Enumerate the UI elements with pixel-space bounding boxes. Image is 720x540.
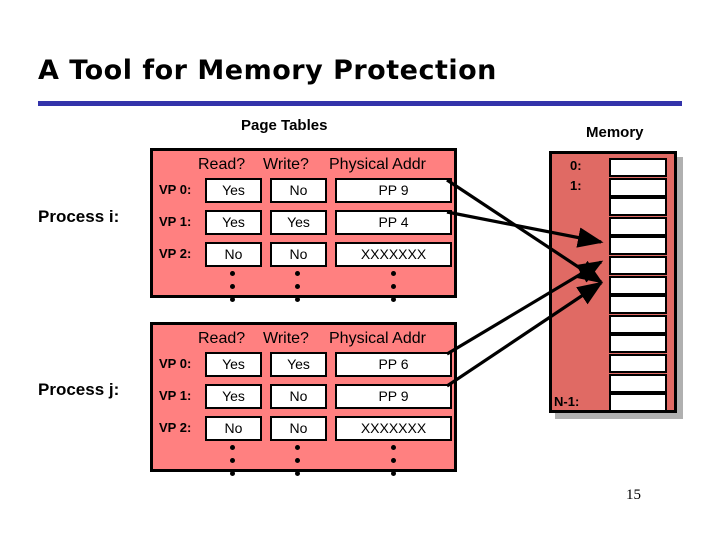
cell-read-vp0: Yes xyxy=(205,178,262,203)
ellipsis-write-column xyxy=(295,271,300,310)
ellipsis-read-column xyxy=(230,445,235,484)
cell-addr-vp1: PP 4 xyxy=(335,210,452,235)
memory-slot xyxy=(609,295,667,315)
cell-write-vp2: No xyxy=(270,416,327,441)
column-header-physical-addr: Physical Addr xyxy=(329,330,426,347)
page-table-process-j: Read? Write? Physical Addr VP 0: Yes Yes… xyxy=(150,322,457,476)
cell-addr-vp1: PP 9 xyxy=(335,384,452,409)
ellipsis-addr-column xyxy=(391,445,396,484)
process-j-label: Process j: xyxy=(38,380,120,399)
memory-slot xyxy=(609,373,667,393)
column-header-read: Read? xyxy=(198,330,246,347)
cell-addr-vp0: PP 9 xyxy=(335,178,452,203)
cell-write-vp1: Yes xyxy=(270,210,327,235)
cell-read-vp2: No xyxy=(205,416,262,441)
arrow-pi-vp1-to-memory xyxy=(446,210,604,248)
cell-read-vp1: Yes xyxy=(205,384,262,409)
ellipsis-addr-column xyxy=(391,271,396,310)
page-tables-caption: Page Tables xyxy=(241,117,328,134)
cell-addr-vp2: XXXXXXX xyxy=(335,416,452,441)
memory-slot xyxy=(609,275,667,295)
process-i-label: Process i: xyxy=(38,207,120,226)
row-label-vp1: VP 1: xyxy=(159,214,192,229)
memory-label-second: 1: xyxy=(570,178,582,193)
memory-slot xyxy=(609,177,667,197)
title-underline-rule xyxy=(38,101,682,106)
memory-slot xyxy=(609,158,667,177)
memory-slot xyxy=(609,354,667,373)
memory-slot xyxy=(609,334,667,354)
memory-slot xyxy=(609,216,667,236)
memory-caption: Memory xyxy=(586,124,644,141)
row-label-vp0: VP 0: xyxy=(159,182,192,197)
page-title: A Tool for Memory Protection xyxy=(38,55,497,86)
cell-read-vp2: No xyxy=(205,242,262,267)
column-header-write: Write? xyxy=(263,156,309,173)
arrow-pi-vp0-to-memory xyxy=(446,178,604,284)
memory-label-last: N-1: xyxy=(554,394,580,410)
page-table-process-i: Read? Write? Physical Addr VP 0: Yes No … xyxy=(150,148,457,302)
arrow-pj-vp0-to-memory xyxy=(446,260,604,356)
memory-slot xyxy=(609,197,667,217)
ellipsis-read-column xyxy=(230,271,235,310)
column-header-write: Write? xyxy=(263,330,309,347)
ellipsis-write-column xyxy=(295,445,300,484)
column-header-physical-addr: Physical Addr xyxy=(329,156,426,173)
memory-slot xyxy=(609,314,667,334)
cell-write-vp0: Yes xyxy=(270,352,327,377)
memory-label-first: 0: xyxy=(570,158,582,173)
memory-slot xyxy=(609,393,667,413)
cell-write-vp1: No xyxy=(270,384,327,409)
row-label-vp0: VP 0: xyxy=(159,356,192,371)
page-number: 15 xyxy=(626,487,641,503)
column-header-read: Read? xyxy=(198,156,246,173)
cell-write-vp2: No xyxy=(270,242,327,267)
memory-slot xyxy=(609,236,667,256)
row-label-vp2: VP 2: xyxy=(159,420,192,435)
memory-slot xyxy=(609,256,667,275)
memory-box: 0: 1: N-1: xyxy=(549,151,677,413)
cell-read-vp0: Yes xyxy=(205,352,262,377)
row-label-vp2: VP 2: xyxy=(159,246,192,261)
cell-write-vp0: No xyxy=(270,178,327,203)
cell-addr-vp2: XXXXXXX xyxy=(335,242,452,267)
arrow-pj-vp1-to-memory xyxy=(446,281,604,388)
cell-read-vp1: Yes xyxy=(205,210,262,235)
cell-addr-vp0: PP 6 xyxy=(335,352,452,377)
row-label-vp1: VP 1: xyxy=(159,388,192,403)
